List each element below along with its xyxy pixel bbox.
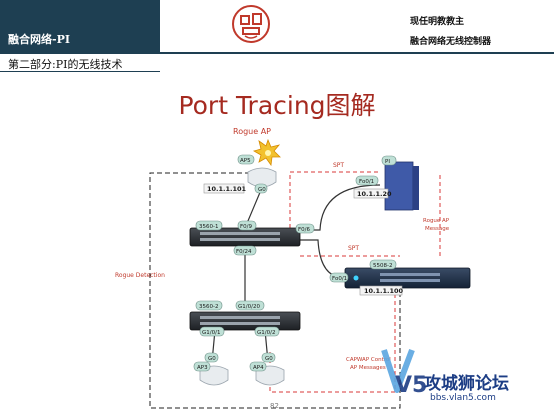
rogue-message-label-2: Message xyxy=(425,226,450,232)
course-title: 融合网络-PI xyxy=(8,33,70,46)
sw2-label: 3560-2 xyxy=(199,304,218,310)
spt-path-top xyxy=(289,171,380,235)
seal-logo xyxy=(232,5,270,43)
svg-text:V5: V5 xyxy=(395,373,427,398)
ap5-port-label: G0 xyxy=(258,187,266,193)
ap4-port-label: G0 xyxy=(265,356,273,362)
sw1-port-top: F0/9 xyxy=(240,224,253,230)
header-divider xyxy=(0,52,554,54)
rogue-detection-path xyxy=(149,172,401,409)
wlc-label: 5508-2 xyxy=(373,263,392,269)
spt-middle-label: SPT xyxy=(348,245,359,252)
spt-top-label: SPT xyxy=(333,162,344,169)
topic-line: 融合网络无线控制器 xyxy=(410,37,492,47)
switch-3560-1-icon xyxy=(189,227,301,247)
pi-label: PI xyxy=(385,159,390,165)
ap5-icon xyxy=(247,167,277,188)
watermark-text: 攻城狮论坛 xyxy=(424,374,509,394)
sw2-port-top: G1/0/20 xyxy=(238,304,260,310)
ap3-label: AP3 xyxy=(197,365,208,371)
ap5-label: AP5 xyxy=(240,158,251,164)
sw1-port-bottom: F0/24 xyxy=(236,249,252,255)
wlc-5508-2-icon xyxy=(344,267,471,289)
header-band xyxy=(0,0,160,52)
author-line: 现任明教教主 xyxy=(410,17,465,27)
ap4-label: AP4 xyxy=(253,365,264,371)
page-number: 82 xyxy=(270,402,279,410)
wlc-port-label: Fo0/1 xyxy=(332,276,347,282)
pi-server-icon xyxy=(384,161,414,211)
ap3-port-label: G0 xyxy=(208,356,216,362)
sw1-port-right: F0/6 xyxy=(298,227,311,233)
section-underline xyxy=(0,71,160,72)
wlc-ip: 10.1.1.100 xyxy=(364,287,404,295)
watermark-logo: V5 xyxy=(381,348,427,398)
sw2-port-left: G1/0/1 xyxy=(202,330,220,336)
section-title: 第二部分:PI的无线技术 xyxy=(8,58,123,71)
rogue-detection-label: Rogue Detection xyxy=(115,272,165,279)
capwap-label-2: AP Messages xyxy=(350,365,386,371)
rogue-message-label-1: Rogue AP xyxy=(423,218,450,224)
watermark-url: bbs.vlan5.com xyxy=(430,393,496,403)
capwap-label-1: CAPWAP Control xyxy=(346,357,391,363)
sw1-label: 3560-1 xyxy=(199,224,218,230)
pi-ip: 10.1.1.20 xyxy=(357,190,392,198)
ap5-ip: 10.1.1.101 xyxy=(207,185,247,193)
pi-port-label: Fo0/1 xyxy=(359,179,374,185)
sw2-port-right: G1/0/2 xyxy=(257,330,275,336)
link-sw1-wlc xyxy=(300,239,346,279)
link-sw1-pi xyxy=(300,184,381,231)
rogue-ap-label: Rogue AP xyxy=(233,127,271,136)
slide-title: Port Tracing图解 xyxy=(178,91,376,120)
capwap-path xyxy=(269,290,396,393)
